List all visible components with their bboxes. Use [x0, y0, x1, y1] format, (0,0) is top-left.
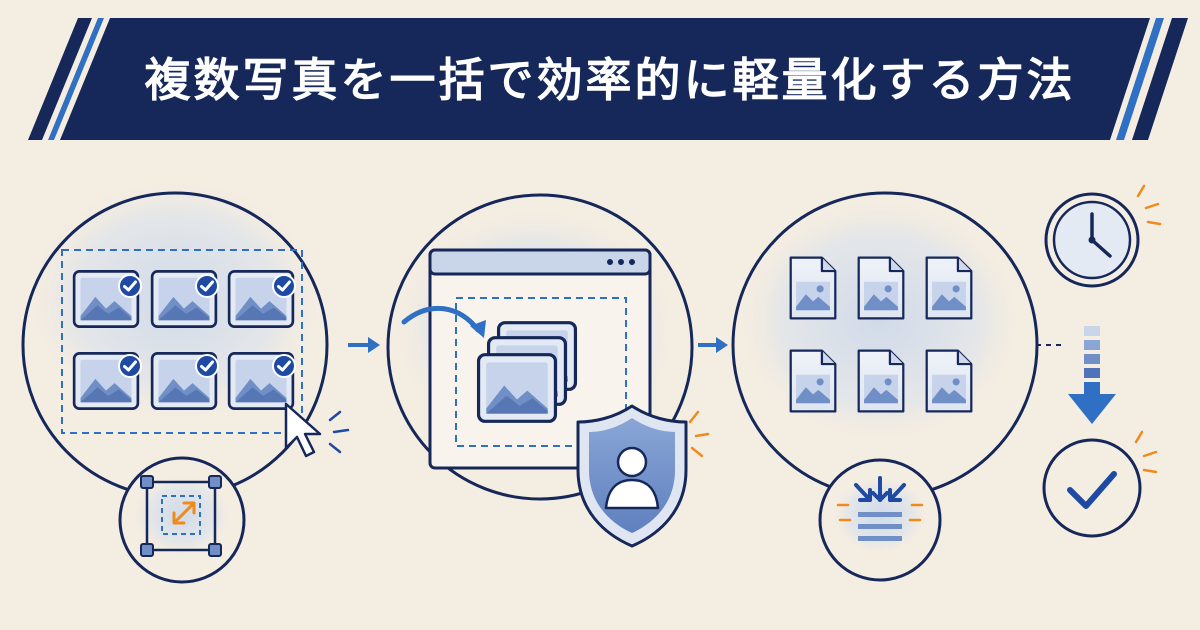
curved-arrow-icon — [401, 305, 481, 333]
banner-stripe-right-2 — [1132, 18, 1188, 140]
selection-marquee — [61, 249, 303, 434]
result-badge — [1042, 430, 1158, 538]
step-browser-tool — [386, 193, 710, 548]
compress-icon — [836, 476, 924, 541]
resize-icon — [140, 475, 222, 557]
resize-badge — [118, 456, 246, 584]
flow-arrow-2 — [698, 337, 728, 353]
banner-body — [60, 18, 1150, 140]
banner-stripe-left-2 — [48, 18, 104, 140]
banner-stripe-right-1 — [1116, 18, 1164, 140]
step-compressed-files — [731, 191, 1039, 582]
step-select-photos — [21, 180, 350, 584]
flow-arrow-1 — [348, 337, 380, 353]
banner-stripe-left-1 — [28, 18, 92, 140]
clock-icon — [1044, 184, 1162, 288]
compress-badge — [818, 458, 942, 582]
step-time-saved — [1042, 184, 1162, 538]
title-banner — [28, 18, 1188, 140]
step2-circle — [386, 193, 694, 501]
privacy-shield-icon — [576, 404, 710, 548]
cursor-icon — [284, 402, 350, 458]
down-arrow-icon — [1068, 326, 1116, 424]
checkmark-icon — [1067, 471, 1117, 509]
page-title: 複数写真を一括で効率的に軽量化する方法 — [144, 53, 1076, 107]
